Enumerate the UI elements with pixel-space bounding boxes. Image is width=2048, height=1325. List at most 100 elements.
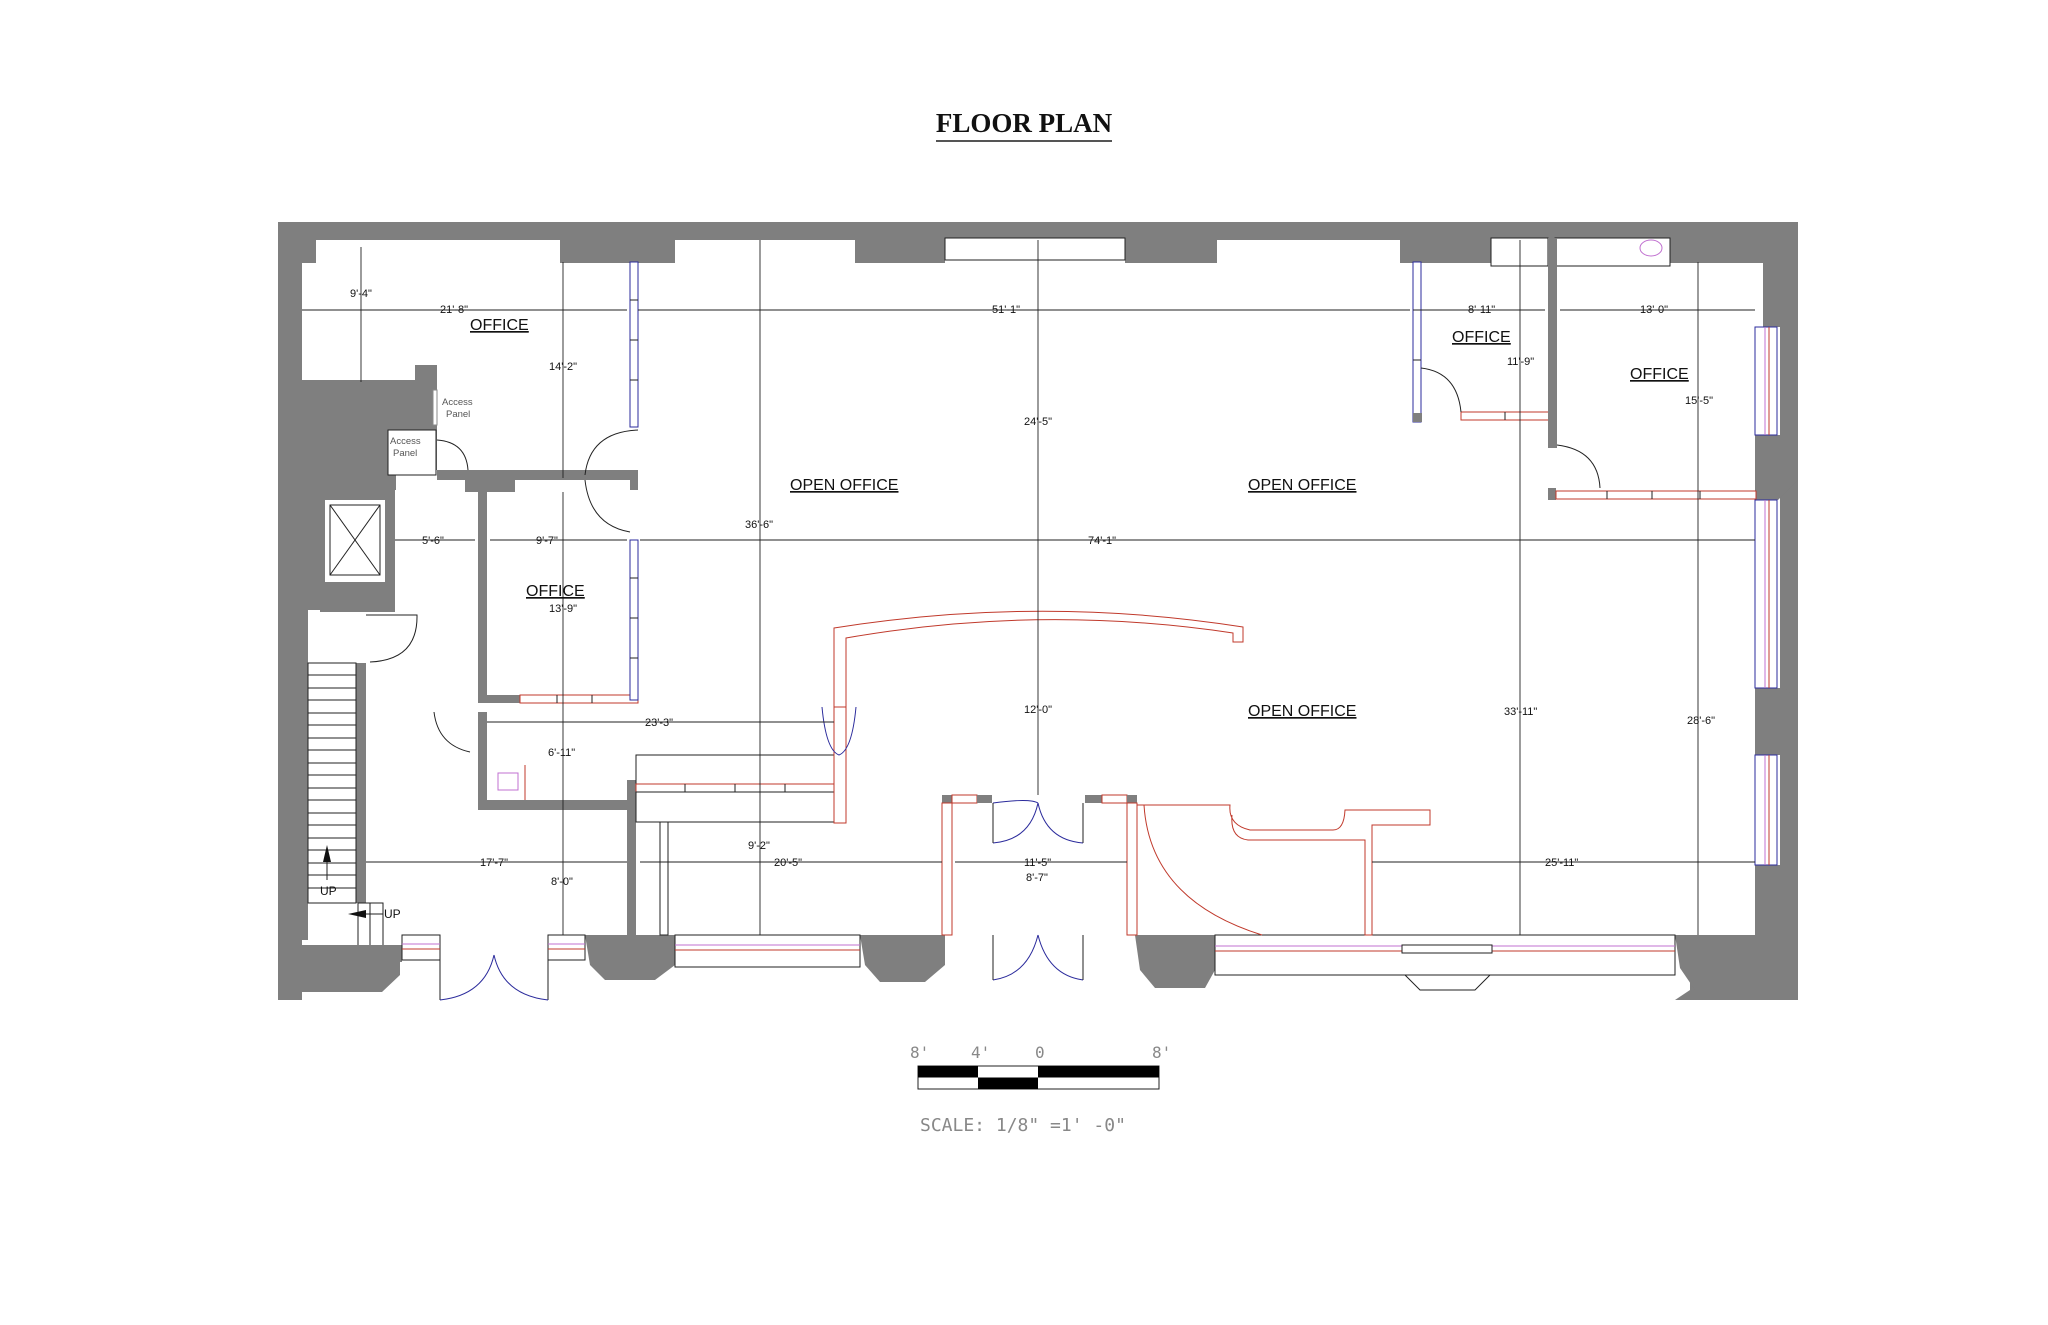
south-windows	[401, 934, 1676, 991]
dim-8-7: 8'-7"	[1026, 872, 1048, 884]
stair-door-swing[interactable]	[366, 614, 418, 663]
corridor-east-wall	[627, 780, 636, 935]
ne-small-office-door[interactable]	[1420, 367, 1462, 413]
dim-51-1: 51'-1"	[992, 304, 1020, 316]
room-label-office-ne: OFFICE	[1630, 366, 1689, 383]
dim-9-7: 9'-7"	[536, 535, 558, 547]
west-wall	[278, 222, 302, 982]
dim-74-1: 74'-1"	[1088, 535, 1116, 547]
south-pier-3	[1135, 935, 1215, 988]
room-labels: OFFICE OFFICE OFFICE OFFICE OPEN OFFICE …	[470, 317, 1689, 720]
room-label-office-mid: OFFICE	[526, 583, 585, 600]
north-wall	[278, 222, 1798, 240]
north-recess-2	[1554, 237, 1671, 267]
east-wall-2	[1755, 865, 1798, 990]
dim-11-9: 11'-9"	[1507, 356, 1534, 368]
north-wall-pier-3	[1125, 238, 1217, 263]
vestibule	[941, 794, 1138, 936]
dim-9-4: 9'-4"	[350, 288, 372, 300]
access-closet	[387, 429, 437, 476]
north-recess-1	[1490, 237, 1549, 267]
dimension-labels: 9'-4" 21'-8" 14'-2" 51'-1" 8'-11" 13'-0"…	[350, 288, 1715, 888]
access-panel-1-label-2: Panel	[446, 409, 470, 420]
reception-counter	[635, 754, 837, 935]
storage-door-swing[interactable]	[433, 711, 471, 753]
ne-office-door[interactable]	[1556, 444, 1601, 489]
east-pier-1	[1755, 435, 1798, 500]
scale-tick-4: 4'	[971, 1043, 990, 1062]
dim-12-0: 12'-0"	[1024, 704, 1052, 716]
room-label-open-office-2: OPEN OFFICE	[1248, 477, 1356, 494]
nw-office-door-swing[interactable]	[584, 429, 639, 476]
scale-bar: 8' 4' 0 8' SCALE: 1/8" =1' -0"	[910, 1043, 1171, 1136]
dim-25-11: 25'-11"	[1545, 857, 1578, 869]
entrance-doors[interactable]	[439, 954, 549, 1001]
room-label-open-office-3: OPEN OFFICE	[1248, 703, 1356, 720]
dim-24-5: 24'-5"	[1024, 416, 1052, 428]
dim-13-0: 13'-0"	[1640, 304, 1668, 316]
south-wall-sw-base	[302, 945, 402, 962]
dim-23-3: 23'-3"	[645, 717, 673, 729]
ne-small-office	[1412, 238, 1557, 448]
utility-fixture	[497, 772, 519, 791]
scale-tick-8-right: 8'	[1152, 1043, 1171, 1062]
west-notch-top	[302, 238, 316, 263]
mid-office-glass-south	[519, 694, 639, 704]
north-window	[944, 237, 1126, 261]
dim-21-8: 21'-8"	[440, 304, 468, 316]
dim-5-6: 5'-6"	[422, 535, 444, 547]
left-arrow-icon	[348, 910, 366, 918]
stair-wall-left	[302, 610, 308, 940]
stair-treads	[307, 662, 357, 904]
access-panel-1-label: Access	[442, 397, 473, 408]
dim-14-2: 14'-2"	[549, 361, 577, 373]
dimension-lines	[302, 240, 1755, 935]
reception-desk	[1137, 804, 1431, 936]
east-windows	[1754, 326, 1778, 866]
east-wall-1	[1763, 222, 1798, 327]
dim-17-7: 17'-7"	[480, 857, 508, 869]
dim-28-6: 28'-6"	[1687, 715, 1715, 727]
dim-8-11: 8'-11"	[1468, 304, 1495, 316]
sink-fixture	[1639, 239, 1663, 257]
dim-33-11: 33'-11"	[1504, 706, 1537, 718]
south-pier-2	[860, 935, 945, 982]
east-pier-2	[1755, 688, 1798, 755]
vestibule-doors[interactable]	[992, 934, 1084, 981]
mid-office-door-swing[interactable]	[584, 479, 631, 533]
room-label-office-ne-small: OFFICE	[1452, 329, 1511, 346]
drawing-title-text: FLOOR PLAN	[935, 108, 1113, 142]
room-label-open-office-1: OPEN OFFICE	[790, 477, 898, 494]
mid-office-sw-wall	[478, 695, 520, 703]
nw-office-glass-east	[629, 261, 639, 428]
stair-wall-right	[356, 663, 366, 903]
north-wall-pier-2	[855, 238, 945, 263]
nw-office-south-wall	[437, 470, 637, 480]
curved-partition	[821, 610, 1244, 824]
up-arrow-icon	[323, 845, 331, 862]
mid-office-west-wall	[478, 492, 487, 702]
dim-11-5: 11'-5"	[1024, 857, 1051, 869]
scale-tick-8-left: 8'	[910, 1043, 929, 1062]
dim-8-0: 8'-0"	[551, 876, 573, 888]
ne-office	[1548, 444, 1757, 500]
south-pier-1	[585, 935, 675, 980]
south-wall-sw	[278, 960, 400, 995]
dim-20-5: 20'-5"	[774, 857, 802, 869]
north-wall-pier-1	[560, 238, 675, 263]
dim-9-2: 9'-2"	[748, 840, 770, 852]
storage-room-walls	[478, 712, 627, 810]
access-panel-2-label: Access	[390, 436, 421, 447]
dim-36-6: 36'-6"	[745, 519, 773, 531]
access-panel-1[interactable]	[432, 389, 438, 426]
stair-up-label: UP	[320, 884, 337, 898]
scale-tick-0: 0	[1035, 1043, 1045, 1062]
drawing-title: FLOOR PLAN	[0, 108, 2048, 142]
dim-15-5: 15'-5"	[1685, 395, 1713, 407]
room-label-office-nw: OFFICE	[470, 317, 529, 334]
dim-6-11: 6'-11"	[548, 747, 575, 759]
scale-text: SCALE: 1/8" =1' -0"	[920, 1115, 1126, 1136]
dim-13-9: 13'-9"	[549, 603, 577, 615]
mid-office-glass-east	[629, 539, 639, 701]
